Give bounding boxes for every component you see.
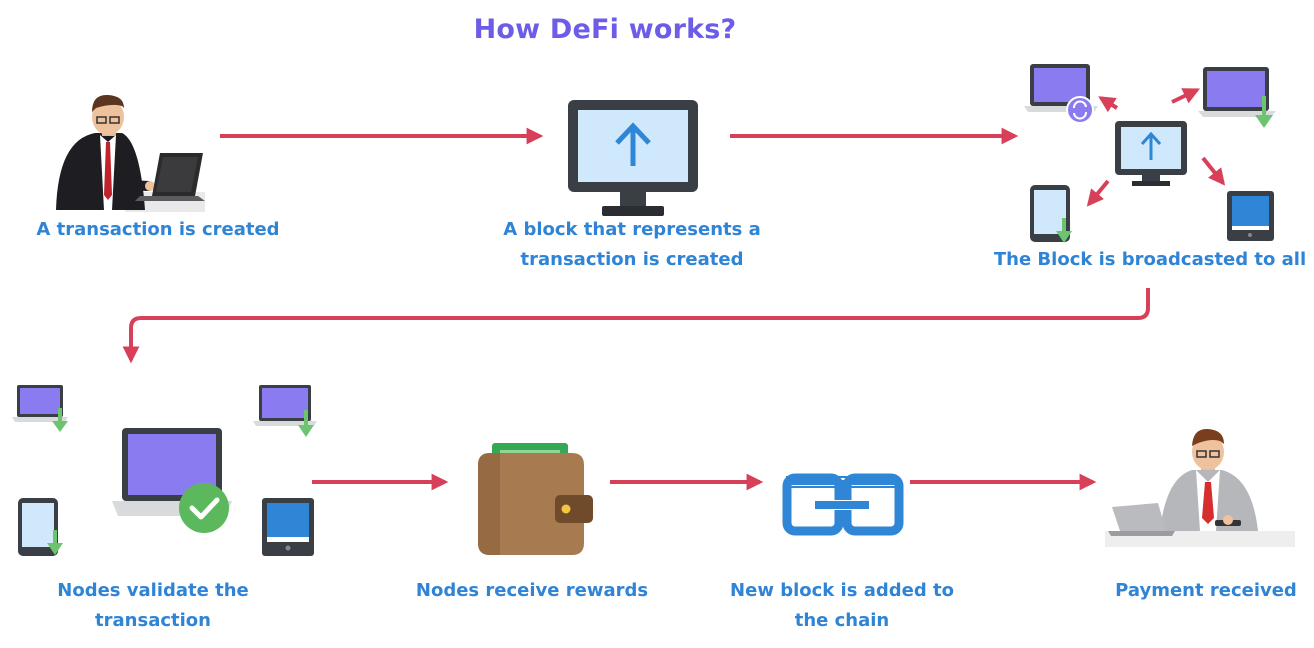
laptop-sync-icon [1024,64,1098,124]
small-laptop-right-icon [253,385,317,437]
wallet-icon [478,443,593,555]
check-badge-icon [179,483,229,533]
diagram-title: How DeFi works? [473,14,737,45]
phone-left-icon [18,498,63,556]
monitor-upload-icon [568,100,698,216]
tablet-right-icon [262,498,314,556]
step-label-nodes-validate: Nodes validate the transaction [57,580,249,631]
phone-download-icon [1030,185,1072,243]
tablet-icon [1227,191,1274,241]
step-label-block-added: New block is added to the chain [730,580,954,631]
small-laptop-left-icon [12,385,68,432]
nodes-validate-icon [12,385,317,556]
laptop-download-icon [1198,67,1276,128]
step-label-block-broadcasted: The Block is broadcasted to all [993,249,1307,270]
step-label-transaction-created: A transaction is created [36,219,280,240]
flow-arrows [122,127,1150,491]
chain-link-icon [782,473,904,536]
man-at-laptop-icon [56,94,205,212]
center-monitor-icon [1115,121,1187,186]
arrow-row1-to-row2 [122,288,1150,364]
network-broadcast-icon [1024,64,1276,243]
step-label-payment-received: Payment received [1115,580,1297,601]
step-label-nodes-rewards: Nodes receive rewards [415,580,649,601]
step-label-block-created: A block that represents a transaction is… [503,219,761,270]
man-receiving-payment-icon [1105,428,1295,547]
